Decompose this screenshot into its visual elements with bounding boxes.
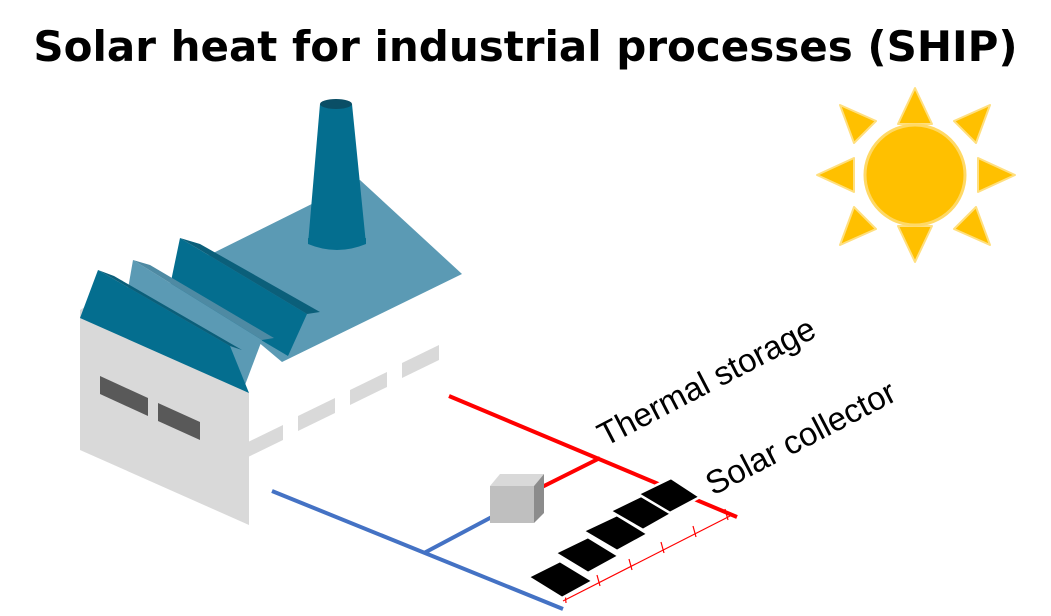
- chimney: [308, 99, 366, 250]
- thermal-storage-icon: [490, 474, 544, 523]
- diagram-title: Solar heat for industrial processes (SHI…: [33, 22, 1018, 71]
- sun-icon: [816, 87, 1016, 263]
- solar-collector-icon: [526, 476, 702, 600]
- solar-collector-label: Solar collector: [699, 373, 902, 502]
- factory-icon: [80, 99, 462, 525]
- collector-manifold: [562, 508, 735, 604]
